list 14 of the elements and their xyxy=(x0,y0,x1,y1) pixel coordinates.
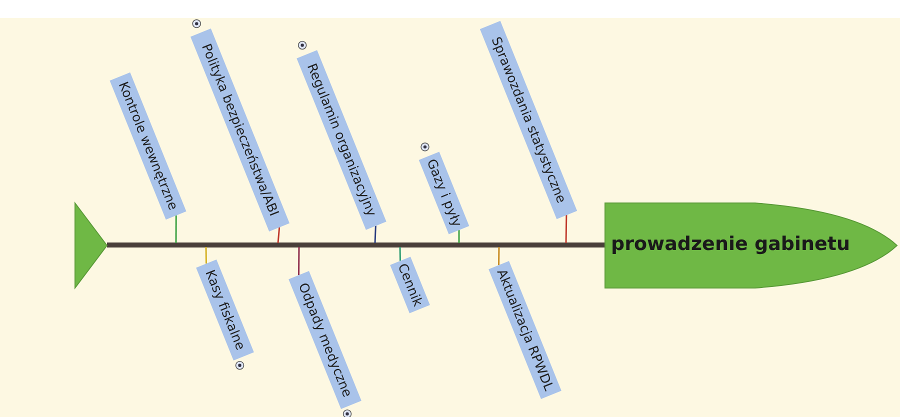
effect-label: prowadzenie gabinetu xyxy=(611,233,850,255)
branch-line xyxy=(399,246,401,261)
branch-line xyxy=(565,215,568,244)
cause-box: Gazy i pyły xyxy=(418,152,470,234)
branch-line xyxy=(374,226,376,244)
branch-line xyxy=(205,246,207,264)
branch-line xyxy=(498,246,500,266)
fish-tail-triangle xyxy=(75,203,107,288)
branch-line xyxy=(277,227,280,244)
spine-line xyxy=(107,242,605,248)
branch-line xyxy=(298,247,300,276)
branch-line xyxy=(175,216,177,243)
effect-head-shape xyxy=(605,203,897,288)
branch-line xyxy=(458,230,460,243)
